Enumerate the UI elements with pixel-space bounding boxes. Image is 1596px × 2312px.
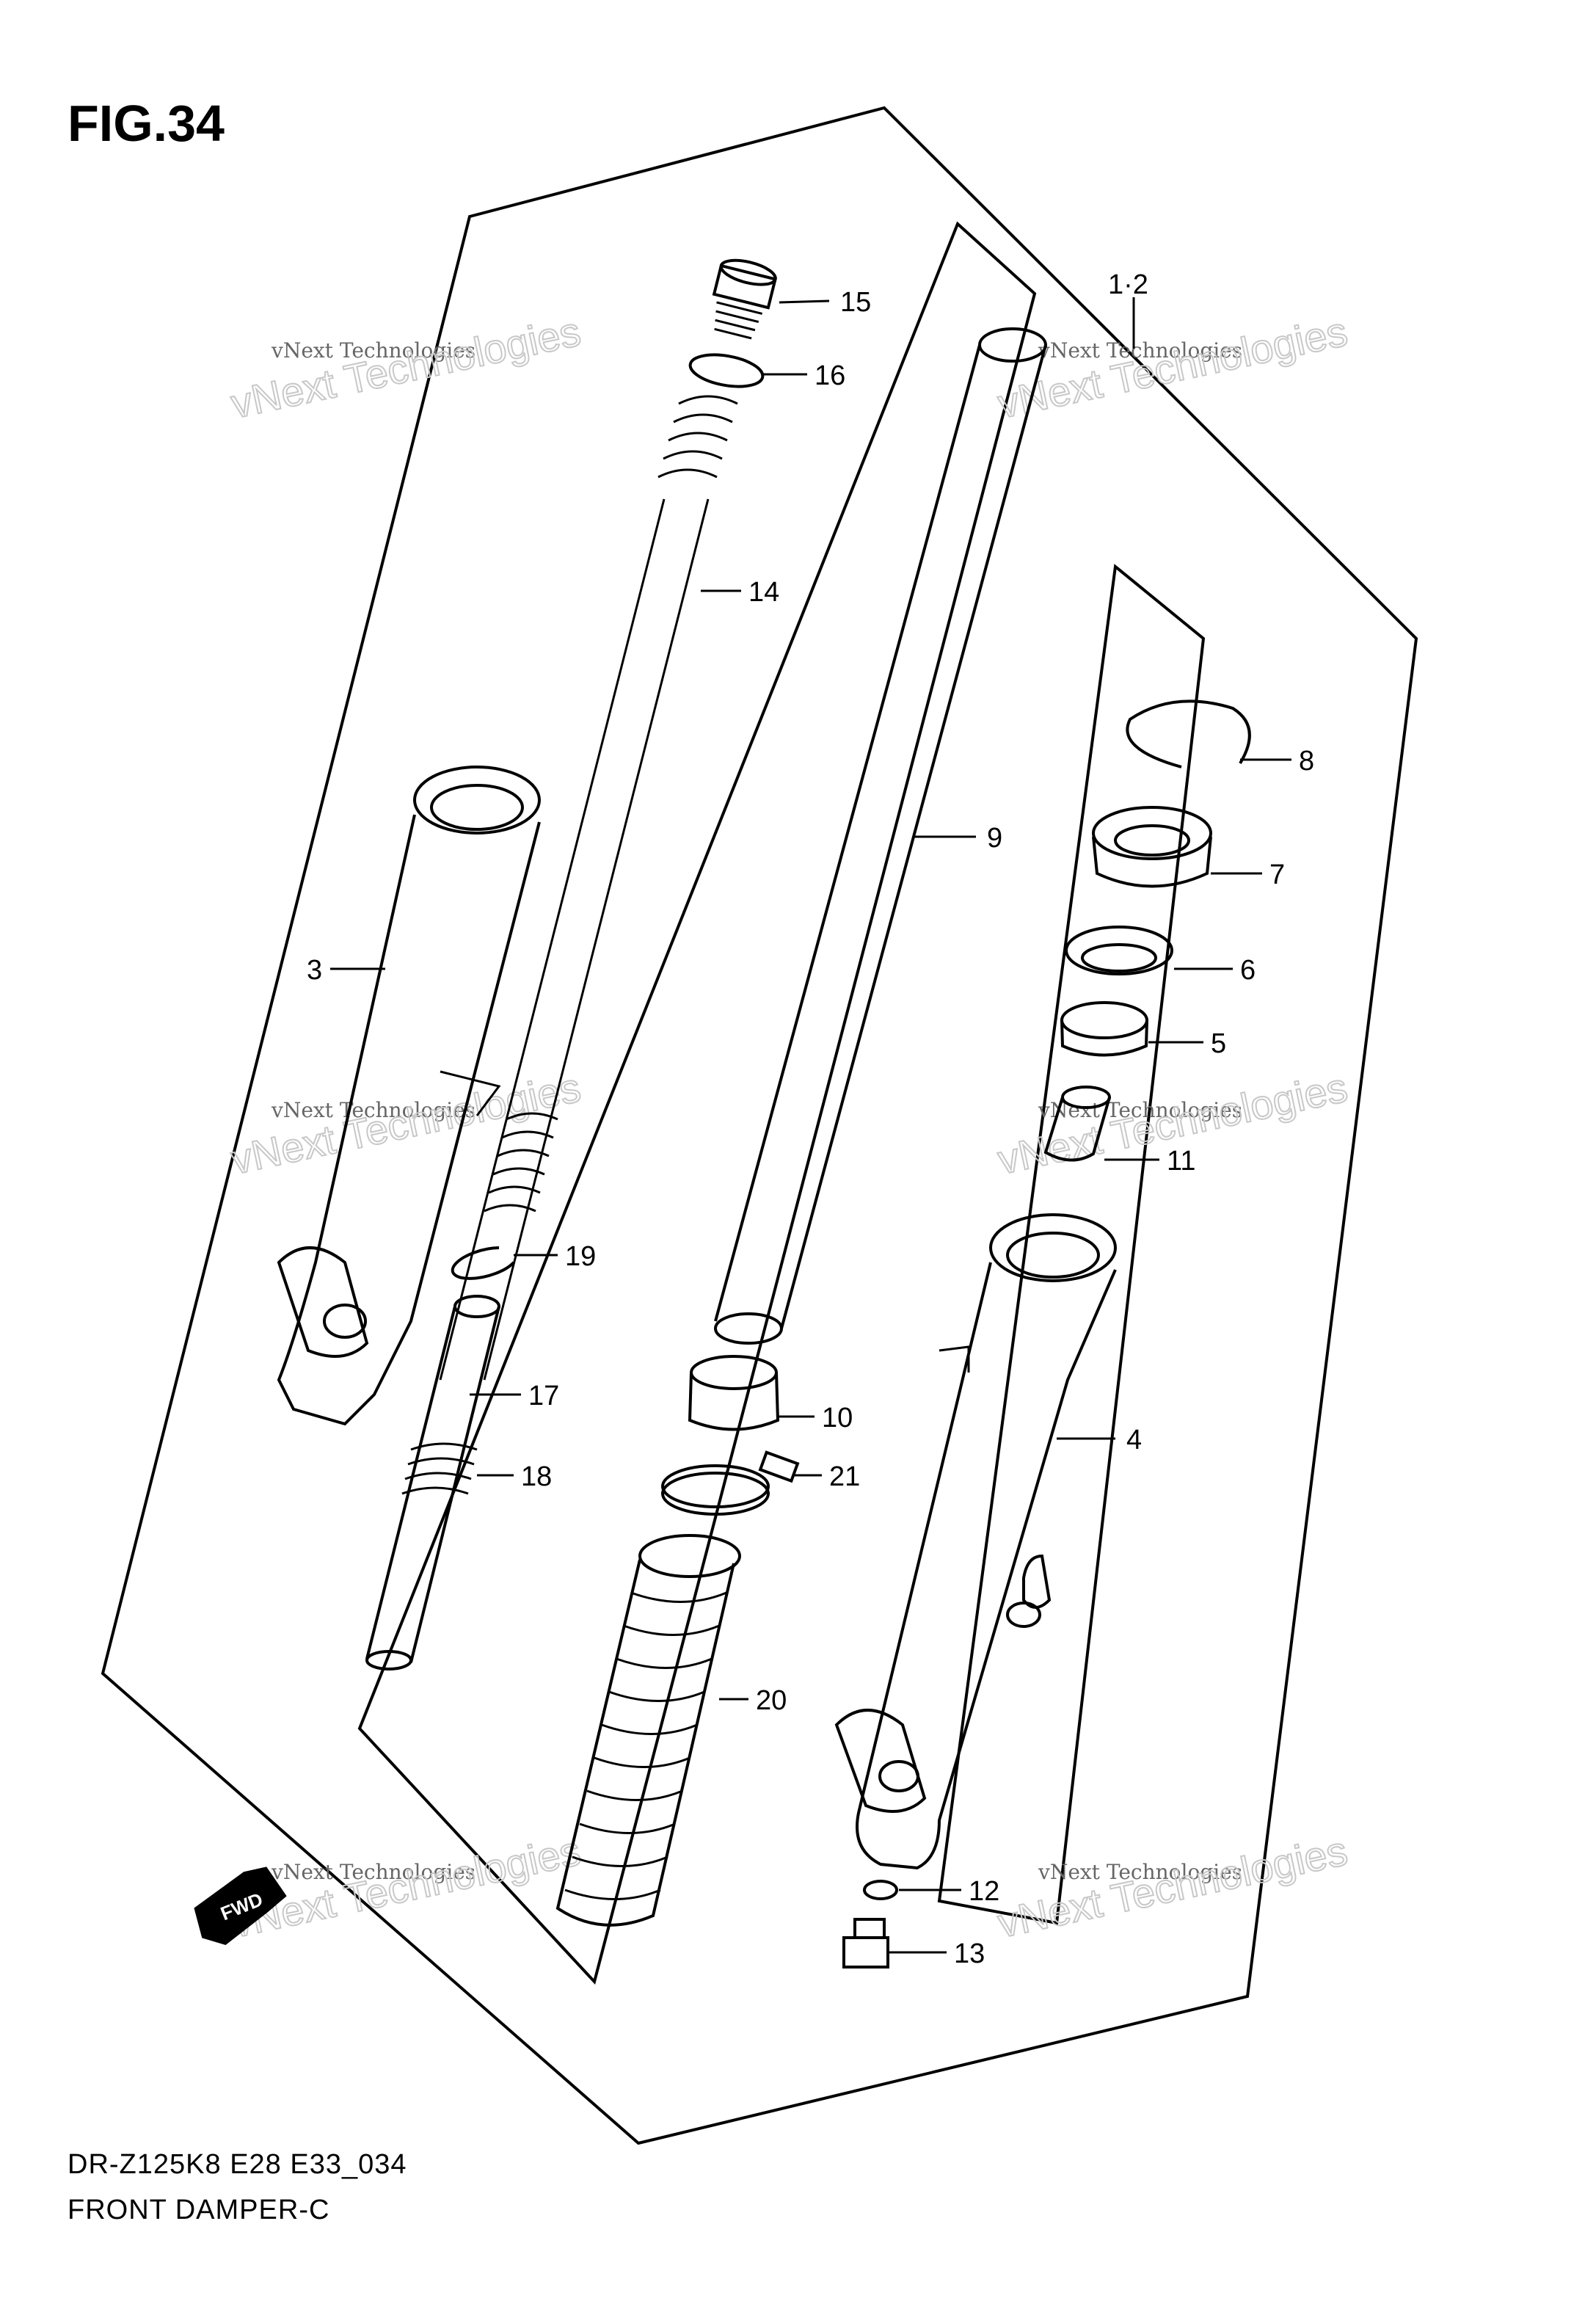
part-5-bushing bbox=[1060, 1001, 1148, 1057]
callout-8: 8 bbox=[1299, 746, 1314, 777]
callout-labels: 15 16 14 9 3 1·2 8 7 6 5 11 4 19 10 21 1… bbox=[307, 269, 1314, 1969]
callout-4: 4 bbox=[1126, 1425, 1142, 1455]
callout-13: 13 bbox=[954, 1938, 985, 1969]
model-code: DR-Z125K8 E28 E33_034 bbox=[68, 2149, 407, 2180]
outer-frame bbox=[101, 106, 1418, 2145]
part-19-circlip bbox=[451, 1246, 515, 1280]
inner-panel-right bbox=[937, 564, 1206, 1925]
watermark-big-2: vNext Technologies bbox=[994, 308, 1351, 426]
watermark-big-5: vNext Technologies bbox=[227, 1827, 584, 1946]
part-3-outer-tube-left bbox=[277, 766, 541, 1426]
part-20-fork-boot bbox=[555, 1534, 741, 1927]
part-16-o-ring bbox=[688, 353, 765, 388]
part-17-damper-tube bbox=[365, 1295, 500, 1671]
part-21-hose-clamp bbox=[661, 1450, 800, 1516]
part-15-cap-bolt bbox=[712, 258, 777, 340]
callout-5: 5 bbox=[1211, 1028, 1226, 1059]
callout-18: 18 bbox=[521, 1461, 552, 1492]
part-18-rebound-spring bbox=[401, 1442, 478, 1495]
watermark-group: vNext Technologies vNext Technologies vN… bbox=[226, 307, 1352, 1946]
part-8-clip bbox=[1126, 699, 1251, 768]
callout-17: 17 bbox=[528, 1381, 559, 1411]
callout-16: 16 bbox=[815, 360, 845, 391]
part-7-oil-seal bbox=[1092, 806, 1212, 888]
callout-14: 14 bbox=[748, 577, 779, 608]
part-12-gasket bbox=[863, 1880, 898, 1900]
callout-3: 3 bbox=[307, 955, 322, 986]
callout-7: 7 bbox=[1269, 859, 1285, 890]
watermark-small-5: vNext Technologies bbox=[271, 1860, 475, 1884]
inner-panel-center bbox=[357, 221, 1037, 1985]
watermark-small-1: vNext Technologies bbox=[271, 338, 475, 363]
watermark-small-6: vNext Technologies bbox=[1038, 1860, 1242, 1884]
fwd-arrow-icon: FWD bbox=[194, 1866, 287, 1945]
watermark-small-3: vNext Technologies bbox=[271, 1098, 475, 1122]
callout-19: 19 bbox=[565, 1241, 596, 1272]
lower-spring bbox=[484, 1112, 558, 1213]
part-14-damper-rod bbox=[439, 395, 738, 1381]
callout-9: 9 bbox=[987, 823, 1002, 854]
watermark-small-2: vNext Technologies bbox=[1038, 338, 1242, 363]
watermark-big-3: vNext Technologies bbox=[227, 1064, 584, 1182]
watermark-small-4: vNext Technologies bbox=[1038, 1098, 1242, 1122]
watermark-big-1: vNext Technologies bbox=[227, 308, 584, 426]
callout-21: 21 bbox=[829, 1461, 860, 1492]
watermark-big-6: vNext Technologies bbox=[994, 1827, 1351, 1946]
part-11-oil-lock-piece bbox=[1043, 1086, 1111, 1162]
part-13-drain-bolt bbox=[842, 1918, 889, 1969]
callout-6: 6 bbox=[1240, 955, 1256, 986]
callout-20: 20 bbox=[756, 1685, 787, 1716]
part-4-outer-tube-right bbox=[834, 1213, 1117, 1870]
callout-1-2: 1·2 bbox=[1108, 269, 1148, 300]
section-name: FRONT DAMPER-C bbox=[68, 2195, 330, 2225]
callout-10: 10 bbox=[822, 1403, 853, 1433]
leader-lines bbox=[330, 297, 1291, 1954]
figure-title: FIG.34 bbox=[68, 95, 225, 152]
callout-11: 11 bbox=[1167, 1146, 1195, 1177]
part-6-seal-washer bbox=[1065, 926, 1173, 975]
callout-15: 15 bbox=[840, 287, 871, 318]
part-10-bushing bbox=[688, 1355, 780, 1431]
callout-12: 12 bbox=[969, 1876, 999, 1907]
